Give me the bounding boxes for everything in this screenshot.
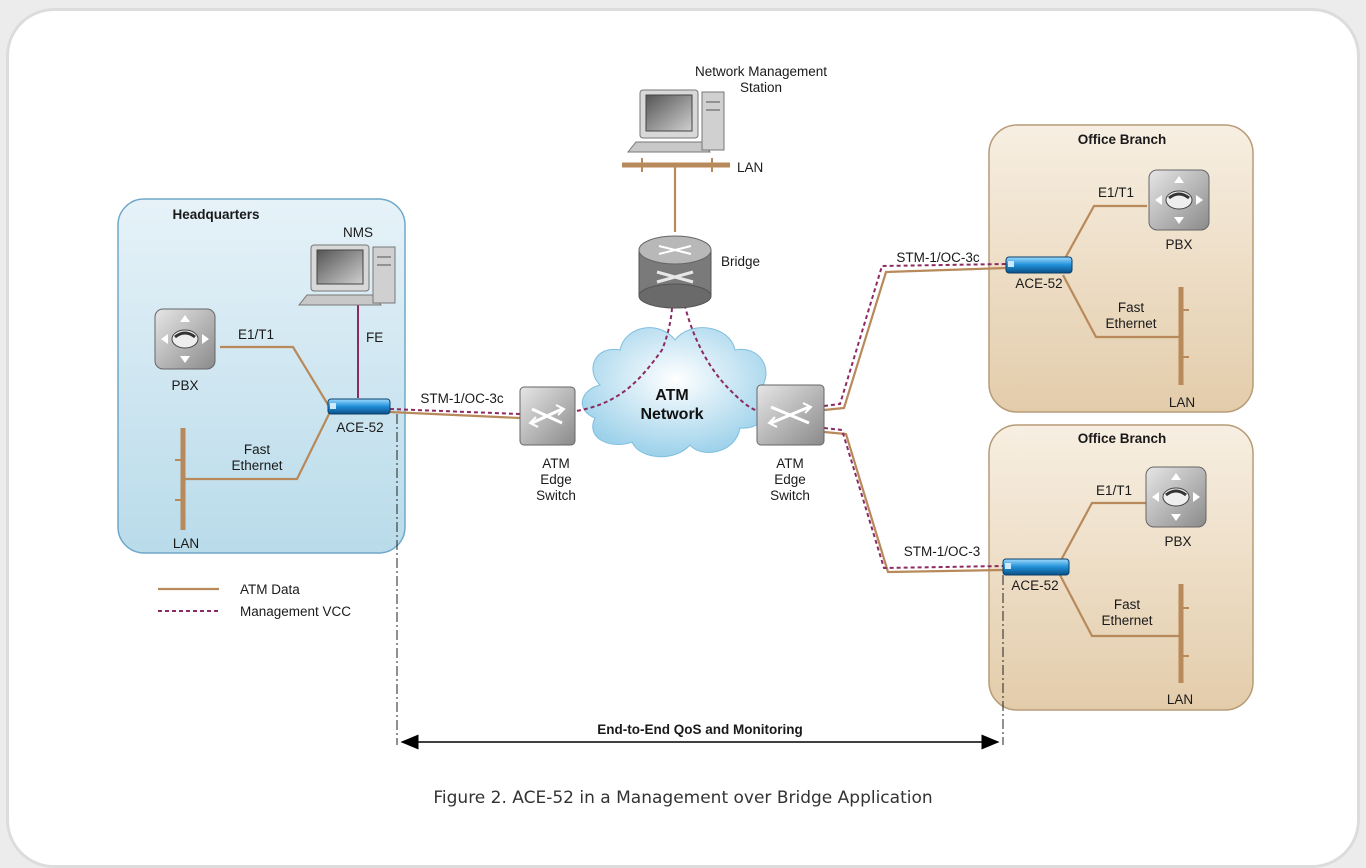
branch1-ace52-label: ACE-52 bbox=[1015, 276, 1062, 291]
hq-lan-bar bbox=[175, 428, 186, 530]
hq-e1t1-label: E1/T1 bbox=[238, 327, 274, 342]
branch2-ethernet-label: Ethernet bbox=[1101, 613, 1152, 628]
branch1-lan-label: LAN bbox=[1169, 395, 1195, 410]
branch2-e1t1-label: E1/T1 bbox=[1096, 483, 1132, 498]
branch1-lan-bar bbox=[1178, 287, 1189, 385]
hq-ace52-label: ACE-52 bbox=[336, 420, 383, 435]
branch2-ace52-device-icon bbox=[1002, 558, 1070, 576]
bridge-router-icon bbox=[638, 235, 712, 309]
hq-nms-computer-icon bbox=[297, 244, 396, 306]
right-switch-label-1: ATM bbox=[776, 456, 804, 471]
hq-fast-label: Fast bbox=[244, 442, 271, 457]
branch2-uplink-label: STM-1/OC-3 bbox=[904, 544, 981, 559]
branch1-uplink-label: STM-1/OC-3c bbox=[896, 250, 980, 265]
right-switch-label-2: Edge bbox=[774, 472, 806, 487]
branch2-pbx-icon bbox=[1145, 466, 1207, 528]
branch2-lan-bar bbox=[1178, 584, 1189, 683]
branch2-lan-label: LAN bbox=[1167, 692, 1193, 707]
branch1-pbx-label: PBX bbox=[1165, 237, 1192, 252]
bridge-label: Bridge bbox=[721, 254, 760, 269]
branch1-title: Office Branch bbox=[1078, 132, 1167, 147]
management-vcc-links bbox=[389, 263, 1007, 570]
left-switch-label-3: Switch bbox=[536, 488, 576, 503]
legend-atm-data-label: ATM Data bbox=[240, 582, 300, 597]
qos-label: End-to-End QoS and Monitoring bbox=[597, 722, 802, 737]
hq-fe-label: FE bbox=[366, 330, 383, 345]
left-switch-label-2: Edge bbox=[540, 472, 572, 487]
nms-station-computer-icon bbox=[626, 89, 725, 153]
hq-lan-label: LAN bbox=[173, 536, 199, 551]
nms-station-lan-label: LAN bbox=[737, 160, 763, 175]
atm-network-label-2: Network bbox=[640, 406, 703, 423]
branch1-ace52-device-icon bbox=[1005, 256, 1073, 274]
branch1-fast-label: Fast bbox=[1118, 300, 1145, 315]
atm-data-links bbox=[183, 165, 1180, 638]
left-switch-label-1: ATM bbox=[542, 456, 570, 471]
branch2-title: Office Branch bbox=[1078, 431, 1167, 446]
branch2-pbx-label: PBX bbox=[1164, 534, 1191, 549]
headquarters-title: Headquarters bbox=[172, 207, 259, 222]
branch1-ethernet-label: Ethernet bbox=[1105, 316, 1156, 331]
hq-pbx-icon bbox=[154, 308, 216, 370]
legend-mgmt-vcc-label: Management VCC bbox=[240, 604, 351, 619]
qos-boundary-lines bbox=[396, 414, 1004, 745]
atm-network-cloud: ATM Network bbox=[582, 327, 770, 458]
right-switch-label-3: Switch bbox=[770, 488, 810, 503]
atm-edge-switch-right-icon bbox=[756, 384, 825, 446]
hq-ace52-device-icon bbox=[327, 398, 391, 415]
network-diagram: ATM Network bbox=[117, 64, 1254, 808]
hq-pbx-label: PBX bbox=[171, 378, 198, 393]
atm-network-label-1: ATM bbox=[655, 387, 688, 404]
hq-uplink-label: STM-1/OC-3c bbox=[420, 391, 504, 406]
branch2-fast-label: Fast bbox=[1114, 597, 1141, 612]
atm-edge-switch-left-icon bbox=[519, 386, 576, 446]
hq-ethernet-label: Ethernet bbox=[231, 458, 282, 473]
branch1-e1t1-label: E1/T1 bbox=[1098, 185, 1134, 200]
nms-station-label-2: Station bbox=[740, 80, 782, 95]
nms-station-label-1: Network Management bbox=[695, 64, 827, 79]
branch2-ace52-label: ACE-52 bbox=[1011, 578, 1058, 593]
nms-station-lan bbox=[622, 158, 730, 172]
hq-nms-label: NMS bbox=[343, 225, 373, 240]
figure-caption: Figure 2. ACE-52 in a Management over Br… bbox=[433, 788, 932, 808]
branch1-pbx-icon bbox=[1148, 169, 1210, 231]
